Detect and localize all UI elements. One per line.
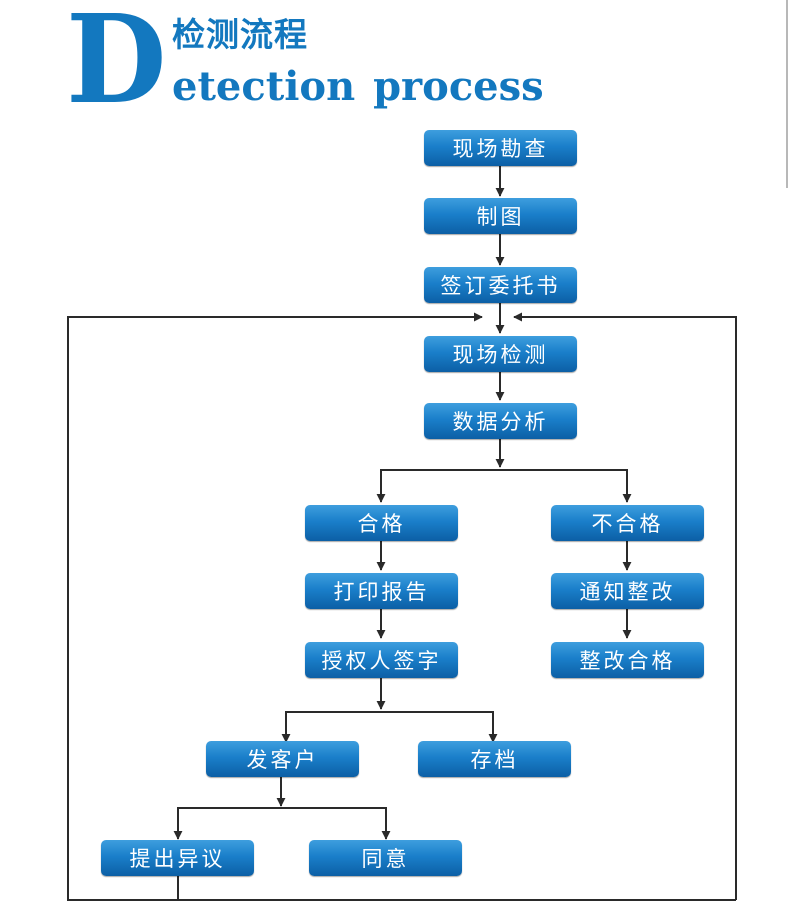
- edge-divider: [786, 0, 788, 188]
- node-qualified: 合格: [305, 505, 458, 541]
- page-title-english: etection process: [172, 63, 544, 110]
- node-agree: 同意: [309, 840, 462, 876]
- node-sign-contract: 签订委托书: [424, 267, 577, 303]
- loop-rectified-to-testing: [513, 312, 737, 900]
- node-rectify-qualified: 整改合格: [551, 642, 704, 678]
- node-archive: 存档: [418, 741, 571, 777]
- node-print-report: 打印报告: [305, 573, 458, 609]
- node-site-testing: 现场检测: [424, 336, 577, 372]
- node-authorized-signature: 授权人签字: [305, 642, 458, 678]
- node-data-analysis: 数据分析: [424, 403, 577, 439]
- node-notify-rectify: 通知整改: [551, 573, 704, 609]
- branch-bar-analysis: [380, 469, 628, 500]
- node-site-survey: 现场勘查: [424, 130, 577, 166]
- branch-bar-client: [177, 807, 387, 837]
- node-drawing: 制图: [424, 198, 577, 234]
- logo-letter-d: D: [66, 0, 167, 131]
- node-unqualified: 不合格: [551, 505, 704, 541]
- page-title-chinese: 检测流程: [172, 15, 308, 54]
- node-send-client: 发客户: [206, 741, 359, 777]
- header: D 检测流程 etection process: [0, 0, 788, 120]
- node-raise-objection: 提出异议: [101, 840, 254, 876]
- loop-objection-to-testing: [67, 312, 483, 901]
- branch-bar-signature: [285, 711, 494, 740]
